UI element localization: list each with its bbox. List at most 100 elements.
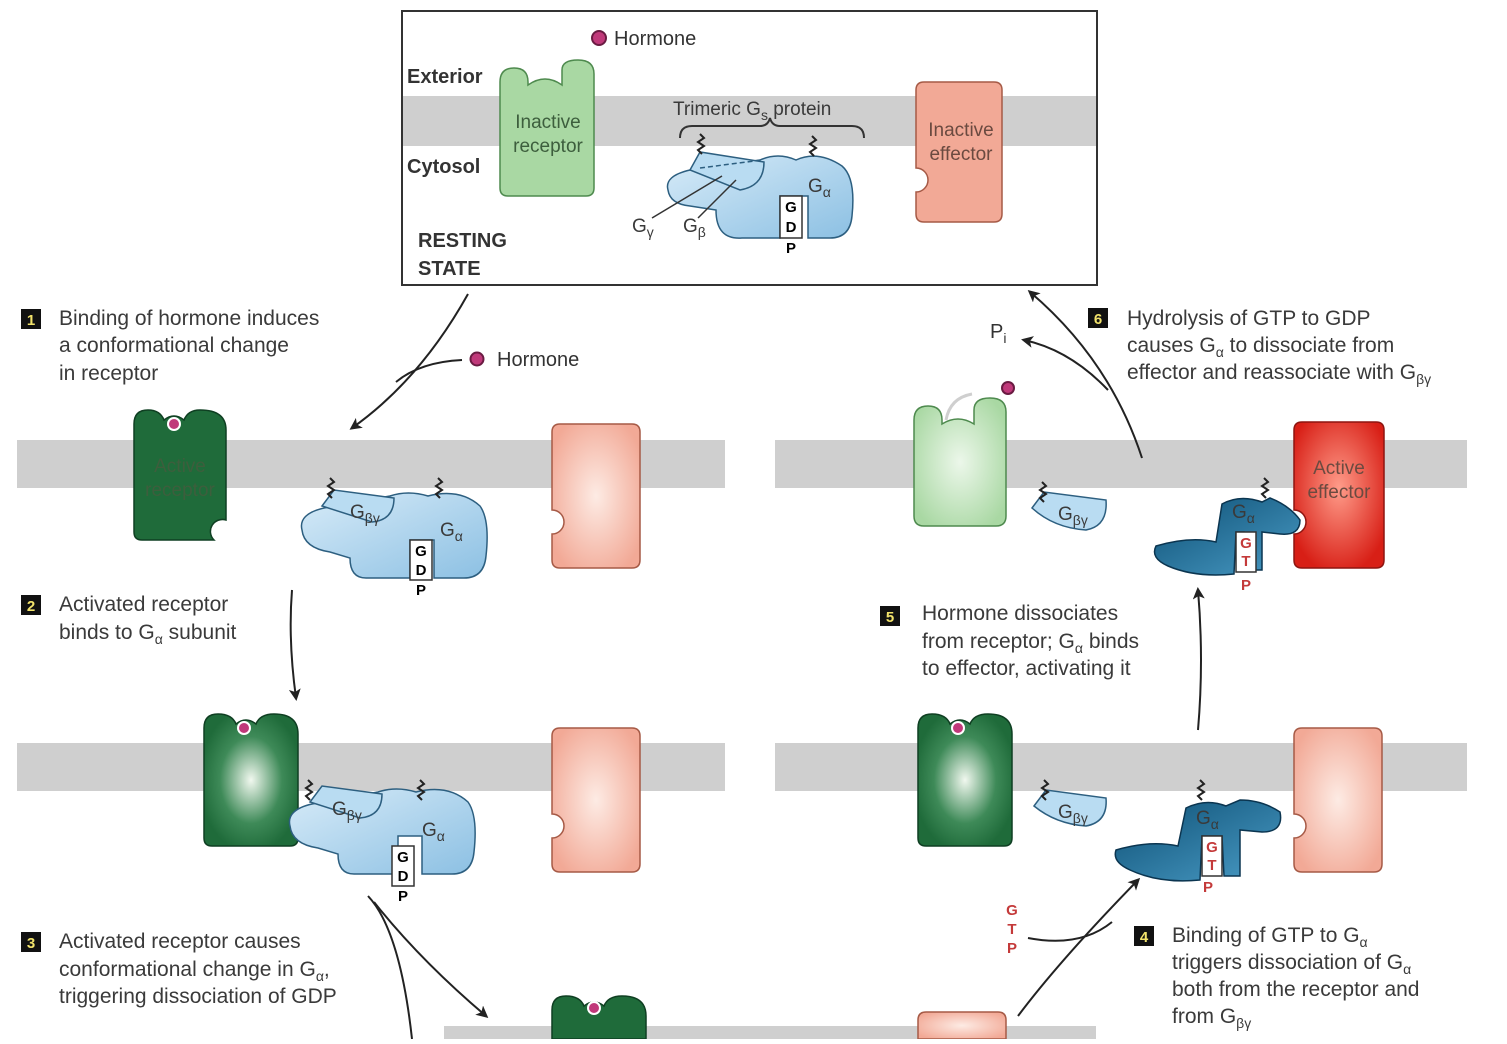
g-beta-gamma-subunit xyxy=(1032,789,1107,827)
hormone-label-step1: Hormone xyxy=(497,349,579,371)
gtp-free-g: G xyxy=(1006,902,1018,919)
inactive-effector-label-2: effector xyxy=(929,144,993,165)
arrow-1-to-2 xyxy=(288,589,301,701)
panel-2: Gβγ Gα G D P xyxy=(17,713,725,905)
gdp-g: G xyxy=(397,849,409,866)
hormone-icon xyxy=(167,417,181,431)
gdp-p: P xyxy=(416,582,426,599)
step-6-caption: 6 Hydrolysis of GTP to GDP causes Gα to … xyxy=(1088,307,1431,387)
lipid-anchor-icon xyxy=(326,477,336,499)
g-alpha-gtp xyxy=(1114,799,1282,882)
g-bg-label: Gβγ xyxy=(1058,504,1088,528)
g-beta-label: Gβ xyxy=(683,216,706,240)
arrow-3-gdp-release xyxy=(367,895,413,1040)
gtp-box xyxy=(1201,835,1223,877)
g-bg-label: Gβγ xyxy=(350,502,380,526)
svg-text:2: 2 xyxy=(27,598,35,615)
lipid-anchor-icon xyxy=(1040,779,1050,801)
g-alpha-label: Gα xyxy=(422,820,445,844)
inactive-effector xyxy=(551,423,641,569)
inactive-effector xyxy=(915,81,1003,223)
gdp-g: G xyxy=(415,543,427,560)
gdp-d: D xyxy=(398,868,409,885)
gtp-t: T xyxy=(1241,553,1250,570)
g-beta-gamma-subunit xyxy=(320,489,395,523)
svg-text:effector and reassociate with: effector and reassociate with Gβγ xyxy=(1127,361,1431,387)
panel-3 xyxy=(444,995,1096,1040)
lipid-anchor-icon xyxy=(1260,477,1270,499)
g-bg-label: Gβγ xyxy=(332,799,362,823)
lipid-anchor-icon xyxy=(434,477,444,499)
g-alpha-label: Gα xyxy=(440,520,463,544)
inactive-receptor xyxy=(913,397,1007,527)
cytosol-label: Cytosol xyxy=(407,156,480,178)
svg-text:in receptor: in receptor xyxy=(59,362,158,385)
g-beta-gamma-subunit xyxy=(1030,491,1107,531)
gdp-g: G xyxy=(785,199,797,216)
hormone-icon xyxy=(951,721,965,735)
hormone-label: Hormone xyxy=(614,28,696,50)
step-2-caption: 2 Activated receptor binds to Gα subunit xyxy=(21,593,237,647)
g-alpha-gtp xyxy=(1153,497,1301,576)
arrow-hormone-join xyxy=(395,359,463,383)
inactive-receptor xyxy=(499,59,595,197)
resting-state-panel: Hormone Exterior Cytosol Inactive recept… xyxy=(401,10,1098,286)
gtp-p: P xyxy=(1203,879,1213,896)
resting-state-label-2: STATE xyxy=(418,258,481,280)
lipid-anchor-icon xyxy=(1196,779,1206,801)
active-receptor xyxy=(133,409,227,541)
inactive-effector-label-1: Inactive xyxy=(928,120,993,141)
active-receptor xyxy=(551,995,647,1040)
active-receptor xyxy=(203,713,299,847)
arrow-gtp-join xyxy=(1027,921,1113,942)
active-effector xyxy=(1293,421,1385,569)
svg-text:triggers dissociation of Gα: triggers dissociation of Gα xyxy=(1172,951,1411,977)
g-alpha-label: Gα xyxy=(808,176,831,200)
panel-4: Gβγ Gα G T P xyxy=(775,713,1467,896)
svg-text:from Gβγ: from Gβγ xyxy=(1172,1005,1251,1031)
svg-text:Hormone dissociates: Hormone dissociates xyxy=(922,602,1118,625)
gdp-p: P xyxy=(786,240,796,257)
panel-1: Active receptor Gβγ Gα G D P xyxy=(17,409,725,599)
inactive-effector xyxy=(551,727,641,873)
hormone-icon xyxy=(591,30,607,46)
gdp-box xyxy=(391,845,415,887)
gdp-d: D xyxy=(416,562,427,579)
svg-text:Binding of hormone induces: Binding of hormone induces xyxy=(59,307,319,330)
gtp-g: G xyxy=(1206,839,1218,856)
inactive-receptor-label-2: receptor xyxy=(513,136,583,157)
trimeric-gs-label: Trimeric Gs protein xyxy=(673,99,831,123)
svg-text:Hydrolysis of GTP to GDP: Hydrolysis of GTP to GDP xyxy=(1127,307,1371,330)
gtp-t: T xyxy=(1207,857,1216,874)
gtp-g: G xyxy=(1240,535,1252,552)
active-effector-label-2: effector xyxy=(1307,482,1371,503)
lipid-anchor-icon xyxy=(696,133,706,155)
pi-label: Pi xyxy=(990,321,1006,346)
inactive-effector xyxy=(1293,727,1383,873)
g-bg-label: Gβγ xyxy=(1058,802,1088,826)
hormone-icon xyxy=(587,1001,601,1015)
svg-text:triggering dissociation of GDP: triggering dissociation of GDP xyxy=(59,985,337,1008)
step-3-caption: 3 Activated receptor causes conformation… xyxy=(21,930,337,1008)
active-effector-label-1: Active xyxy=(1313,458,1365,479)
svg-text:Activated receptor: Activated receptor xyxy=(59,593,228,616)
arrow-6-to-resting xyxy=(1027,290,1143,459)
panel-5: Gβγ Active effector Gα G T P xyxy=(775,381,1467,594)
svg-text:6: 6 xyxy=(1094,311,1102,328)
g-gamma-pointer xyxy=(651,175,723,219)
step-4-caption: 4 Binding of GTP to Gα triggers dissocia… xyxy=(1134,924,1419,1031)
lipid-anchor-icon xyxy=(304,779,314,801)
arrow-4-to-5 xyxy=(1192,587,1205,731)
arrow-pi-release xyxy=(1021,336,1109,391)
arrow-3-to-4 xyxy=(1017,877,1141,1017)
svg-text:both from the receptor and: both from the receptor and xyxy=(1172,978,1419,1001)
gdp-p: P xyxy=(398,888,408,905)
g-beta-gamma-subunit xyxy=(688,151,765,191)
resting-state-label-1: RESTING xyxy=(418,230,507,252)
lipid-anchor-icon xyxy=(808,135,818,157)
g-beta-gamma-subunit xyxy=(308,785,383,819)
svg-text:Binding of GTP to Gα: Binding of GTP to Gα xyxy=(1172,924,1368,950)
step-5-caption: 5 Hormone dissociates from receptor; Gα … xyxy=(880,602,1139,680)
trimeric-brace xyxy=(679,117,865,139)
